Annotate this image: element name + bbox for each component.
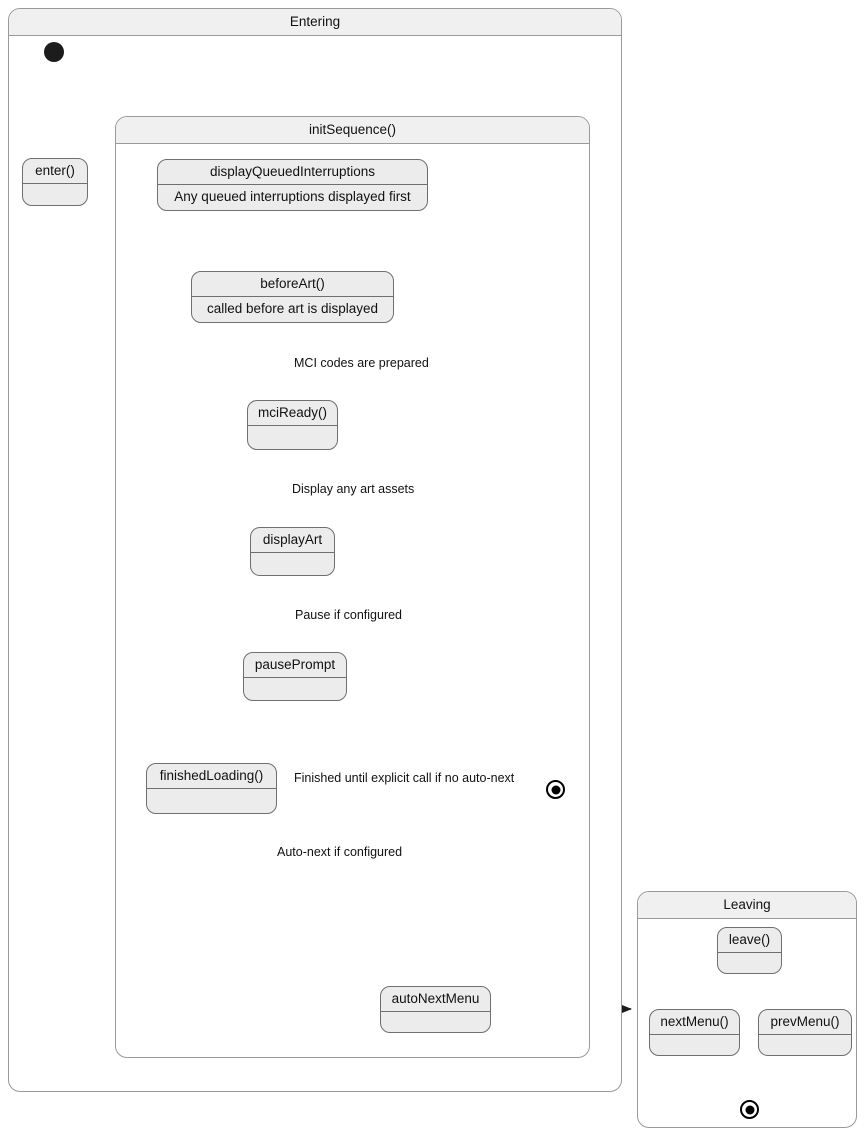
state-mci-ready-title: mciReady() [248,401,337,426]
state-mci-ready[interactable]: mciReady() [247,400,338,450]
state-leave-body [718,953,781,973]
state-before-art-body: called before art is displayed [206,301,379,316]
edge-label-auto-next-if-configured: Auto-next if configured [277,845,403,859]
state-prev-menu[interactable]: prevMenu() [758,1009,852,1056]
edge-label-finished-until-explicit: Finished until explicit call if no auto-… [294,771,515,785]
state-finished-loading[interactable]: finishedLoading() [146,763,277,814]
state-enter[interactable]: enter() [22,158,88,206]
composite-state-initsequence[interactable]: initSequence() [115,116,590,1058]
state-prev-menu-body [759,1035,851,1055]
composite-state-entering-title: Entering [9,9,621,36]
state-before-art-title: beforeArt() [192,272,393,297]
state-next-menu[interactable]: nextMenu() [649,1009,740,1056]
edge-label-pause-if-configured: Pause if configured [295,608,403,622]
initial-state-node[interactable] [44,42,64,62]
state-next-menu-title: nextMenu() [650,1010,739,1035]
edge-label-display-art-assets: Display any art assets [292,482,415,496]
edge-label-mci-codes: MCI codes are prepared [294,356,429,370]
state-next-menu-body [650,1035,739,1055]
state-display-queued-interruptions-title: displayQueuedInterruptions [158,160,427,185]
state-finished-loading-body [147,789,276,812]
state-leave[interactable]: leave() [717,927,782,974]
state-enter-body [23,184,87,205]
state-display-queued-interruptions[interactable]: displayQueuedInterruptions Any queued in… [157,159,428,211]
final-state-node-leaving[interactable] [740,1100,759,1119]
final-state-inner-dot [551,785,560,794]
state-auto-next-menu[interactable]: autoNextMenu [380,986,491,1033]
state-auto-next-menu-title: autoNextMenu [381,987,490,1012]
state-pause-prompt-body [244,678,346,700]
state-pause-prompt[interactable]: pausePrompt [243,652,347,701]
state-enter-title: enter() [23,159,87,184]
state-leave-title: leave() [718,928,781,953]
state-prev-menu-title: prevMenu() [759,1010,851,1035]
state-before-art[interactable]: beforeArt() called before art is display… [191,271,394,323]
final-state-node-initsequence[interactable] [546,780,565,799]
state-display-art-body [251,553,334,575]
state-finished-loading-title: finishedLoading() [147,764,276,789]
state-mci-ready-body [248,426,337,449]
state-auto-next-menu-body [381,1012,490,1032]
state-pause-prompt-title: pausePrompt [244,653,346,678]
composite-state-leaving-title: Leaving [638,892,856,919]
composite-state-initsequence-title: initSequence() [116,117,589,144]
state-display-art-title: displayArt [251,528,334,553]
state-display-art[interactable]: displayArt [250,527,335,576]
state-display-queued-interruptions-body: Any queued interruptions displayed first [174,189,411,204]
final-state-inner-dot-leaving [745,1105,754,1114]
